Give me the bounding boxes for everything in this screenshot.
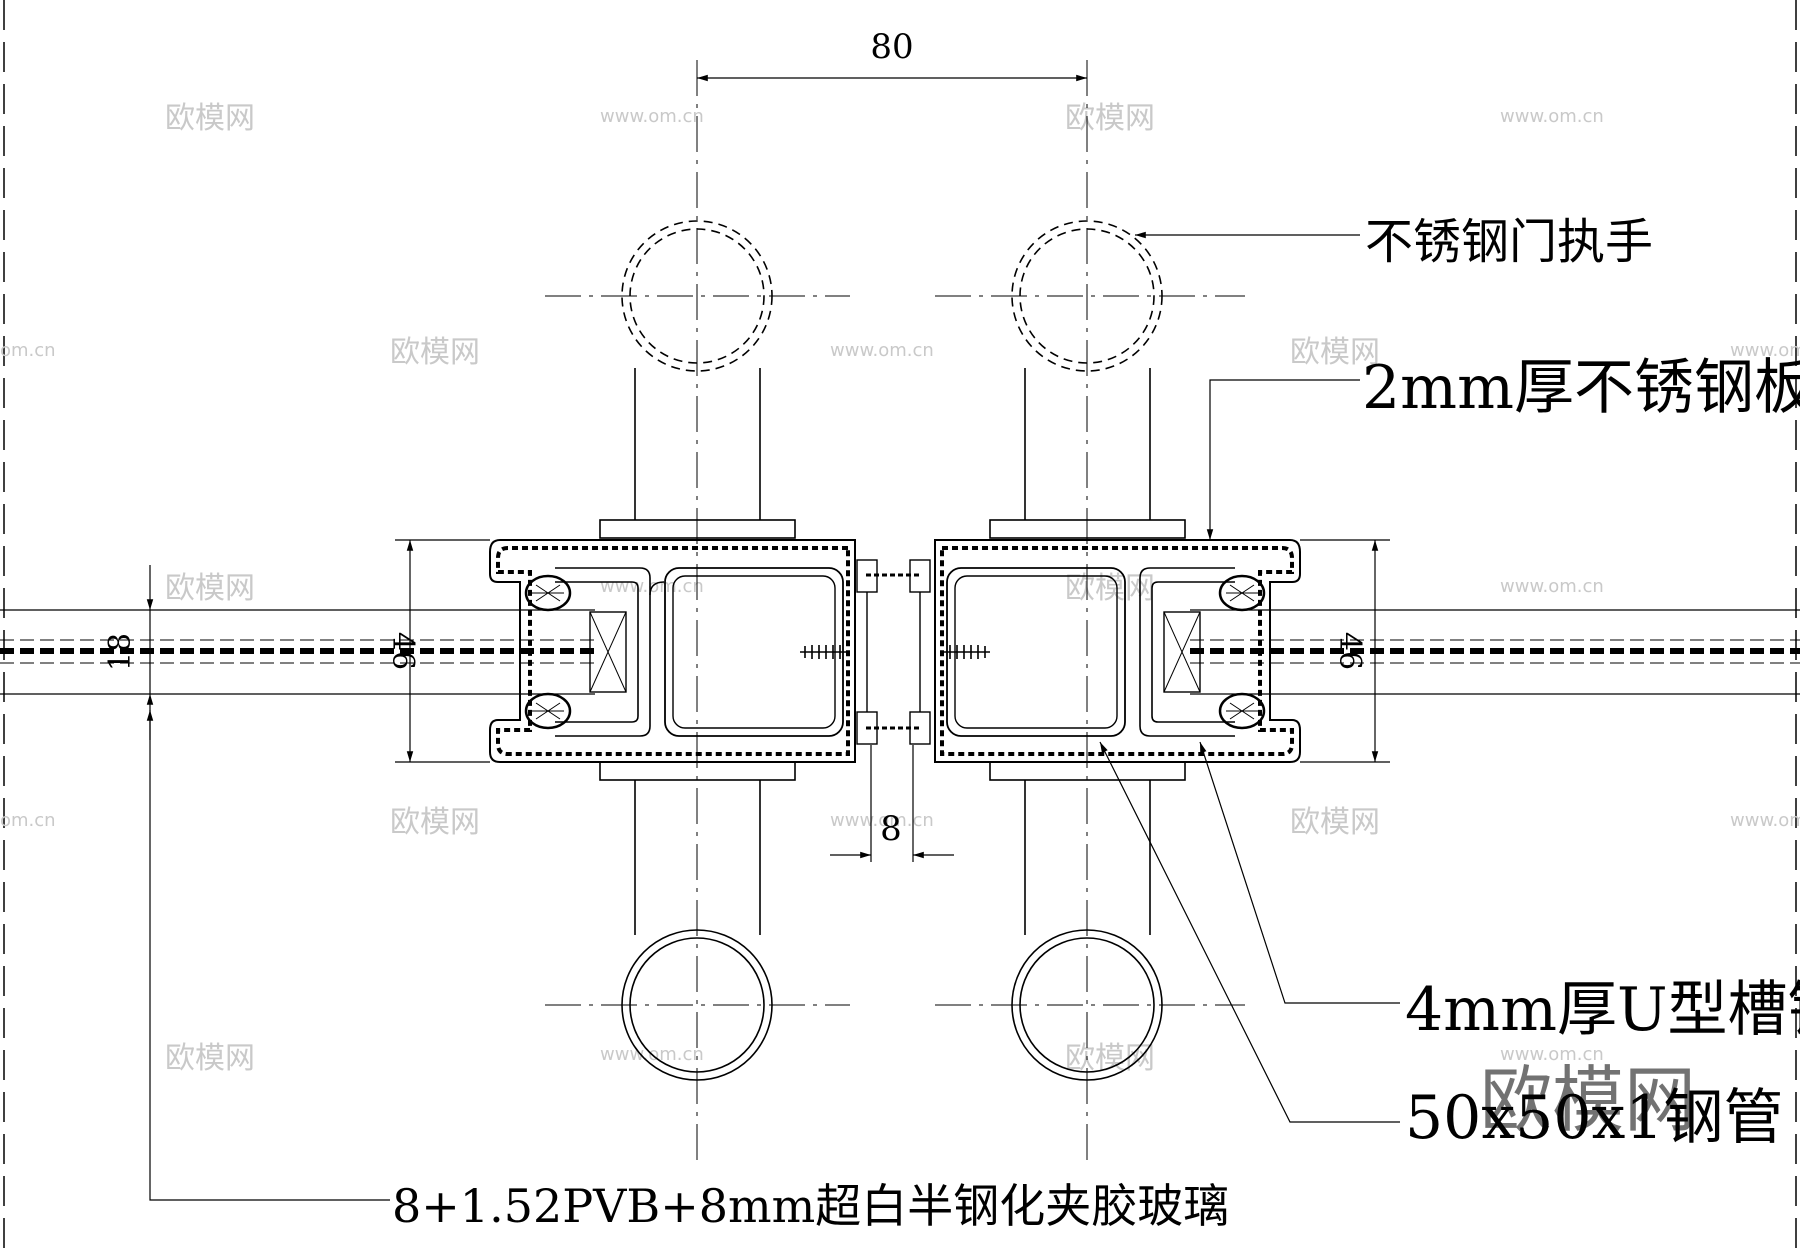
- frame-left: [489, 539, 856, 763]
- handle-top-right: [989, 220, 1186, 539]
- dimension-18-label: 18: [103, 633, 138, 671]
- label-glass: 8+1.52PVB+8mm超白半钢化夹胶玻璃: [392, 1179, 1229, 1233]
- svg-text:www.om.cn: www.om.cn: [830, 340, 934, 361]
- glass-left: [0, 609, 595, 695]
- label-plate: 2mm厚不锈钢板: [1362, 353, 1800, 423]
- svg-text:欧模网: 欧模网: [1290, 805, 1380, 840]
- label-handle: 不锈钢门执手: [1365, 214, 1653, 270]
- svg-text:www.om.cn: www.om.cn: [1500, 106, 1604, 127]
- svg-text:www.om.cn: www.om.cn: [600, 106, 704, 127]
- svg-text:om.cn: om.cn: [0, 340, 56, 361]
- glass-right: [1190, 609, 1800, 695]
- svg-text:www.om.cn: www.om.cn: [1730, 810, 1800, 831]
- watermark-logo-large: 欧模网: [1480, 1058, 1696, 1142]
- svg-text:www.om.cn: www.om.cn: [1500, 1044, 1604, 1065]
- dimension-8-label: 8: [880, 809, 902, 849]
- svg-text:欧模网: 欧模网: [1065, 101, 1155, 136]
- handle-top-left: [599, 220, 796, 539]
- dimension-46-left: [395, 539, 490, 763]
- center-lines: [545, 60, 1245, 1165]
- label-channel: 4mm厚U型槽钢: [1405, 975, 1800, 1045]
- svg-text:om.cn: om.cn: [0, 810, 56, 831]
- svg-text:www.om.cn: www.om.cn: [1730, 340, 1800, 361]
- frame-right: [934, 539, 1301, 763]
- dimension-46-right: [1300, 539, 1390, 763]
- svg-text:欧模网: 欧模网: [390, 805, 480, 840]
- watermark-layer: 欧模网 欧模网 欧模网 欧模网 欧模网 欧模网 欧模网 欧模网 欧模网 欧模网: [165, 101, 1380, 1076]
- handle-bottom-left: [599, 761, 796, 1081]
- dimension-46-right-label: 46: [1332, 632, 1367, 670]
- svg-text:www.om.cn: www.om.cn: [1500, 576, 1604, 597]
- svg-text:欧模网: 欧模网: [390, 335, 480, 370]
- dimension-8: [830, 745, 954, 862]
- svg-text:欧模网: 欧模网: [1290, 335, 1380, 370]
- svg-text:欧模网: 欧模网: [165, 1041, 255, 1076]
- leader-lines: [146, 231, 1400, 1201]
- dimension-80-label: 80: [870, 27, 913, 67]
- center-seal: [800, 559, 990, 745]
- label-tube: 50x50x1钢管: [1405, 1083, 1784, 1153]
- svg-text:欧模网: 欧模网: [165, 101, 255, 136]
- dimension-46-left-label: 46: [385, 632, 420, 670]
- svg-text:欧模网: 欧模网: [165, 571, 255, 606]
- svg-text:www.om.cn: www.om.cn: [830, 810, 934, 831]
